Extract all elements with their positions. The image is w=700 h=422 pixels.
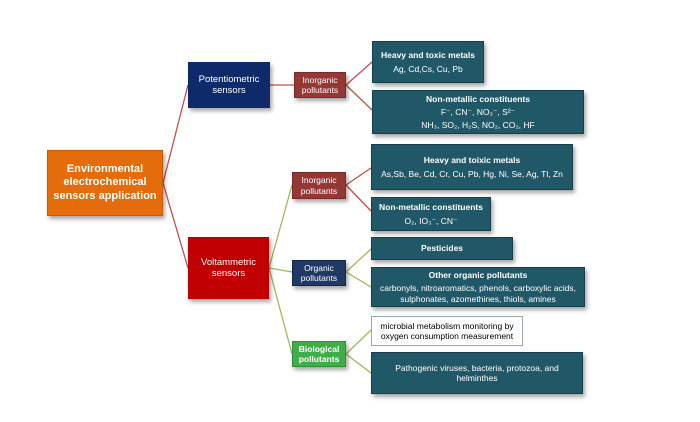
voltammetric-metals-heading: Heavy and toixic metals: [423, 155, 521, 166]
voltammetric-sensors-node: Voltammetric sensors: [188, 237, 269, 299]
root-label: Environmental electrochemical sensors ap…: [53, 163, 157, 202]
voltammetric-metals-items: As,Sb, Be, Cd, Cr, Cu, Pb, Hg, Ni, Se, A…: [381, 168, 563, 179]
voltammetric-inorganic-node: Inorganic pollutants: [292, 172, 346, 199]
connector-volt-inorganic-nonmetal: [345, 184, 372, 212]
voltammetric-label: Voltammetric sensors: [201, 256, 256, 279]
potentiometric-metals-items: Ag, Cd,Cs, Cu, Pb: [393, 63, 463, 74]
potentiometric-nonmetal-box: Non-metallic constituents F⁻, CN⁻, NO₃⁻,…: [372, 90, 584, 134]
other-organic-box: Other organic pollutants carbonyls, nitr…: [371, 267, 585, 307]
connector-root-voltammetric: [162, 182, 189, 269]
connector-volt-inorganic: [268, 184, 293, 269]
connector-root-potentiometric: [162, 84, 189, 184]
pesticides-label: Pesticides: [420, 243, 464, 254]
potentiometric-nonmetal-heading: Non-metallic constituents: [426, 93, 530, 104]
potentiometric-nonmetal-line1: F⁻, CN⁻, NO₃⁻, S²⁻: [440, 106, 516, 117]
pathogens-box: Pathogenic viruses, bacteria, protozoa, …: [371, 352, 583, 394]
voltammetric-organic-node: Organic pollutants: [292, 260, 346, 286]
potentiometric-inorganic-node: Inorganic pollutants: [294, 72, 346, 98]
microbial-label: microbial metabolism monitoring by oxyge…: [380, 320, 514, 341]
voltammetric-nonmetal-box: Non-metallic constituents O₂, IO₃⁻, CN⁻: [371, 197, 491, 231]
connector-volt-biological: [268, 267, 293, 355]
potentiometric-metals-box: Heavy and toxic metals Ag, Cd,Cs, Cu, Pb: [372, 41, 484, 83]
connector-organic-other: [345, 271, 372, 288]
pathogens-label: Pathogenic viruses, bacteria, protozoa, …: [395, 362, 559, 383]
voltammetric-organic-label: Organic pollutants: [300, 262, 338, 283]
other-organic-heading: Other organic pollutants: [428, 270, 528, 281]
connector-volt-organic: [268, 267, 293, 273]
voltammetric-metals-box: Heavy and toixic metals As,Sb, Be, Cd, C…: [371, 144, 573, 190]
connector-volt-inorganic-metals: [345, 167, 372, 186]
voltammetric-biological-label: Biological pollutants: [298, 343, 340, 364]
potentiometric-sensors-node: Potentiometric sensors: [188, 62, 270, 108]
voltammetric-biological-node: Biological pollutants: [292, 341, 346, 367]
microbial-box: microbial metabolism monitoring by oxyge…: [371, 316, 523, 346]
potentiometric-inorganic-label: Inorganic pollutants: [301, 74, 339, 95]
voltammetric-nonmetal-heading: Non-metallic constituents: [379, 202, 483, 213]
potentiometric-metals-heading: Heavy and toxic metals: [380, 50, 475, 61]
connector-pot-inorganic-metals: [345, 61, 373, 86]
other-organic-items: carbonyls, nitroaromatics, phenols, carb…: [379, 283, 577, 304]
voltammetric-inorganic-label: Inorganic pollutants: [300, 175, 338, 196]
voltammetric-nonmetal-items: O₂, IO₃⁻, CN⁻: [404, 215, 458, 226]
pesticides-box: Pesticides: [371, 237, 513, 260]
root-node: Environmental electrochemical sensors ap…: [47, 150, 163, 216]
connector-pot-inorganic-nonmetal: [345, 84, 373, 111]
connector-organic-pesticides: [345, 248, 372, 273]
connector-bio-microbial: [345, 329, 372, 355]
potentiometric-label: Potentiometric sensors: [198, 73, 260, 96]
connector-bio-pathogens: [345, 353, 372, 374]
potentiometric-nonmetal-line2: NH₃, SO₂, H₂S, NO₂, CO₂, HF: [421, 120, 535, 131]
